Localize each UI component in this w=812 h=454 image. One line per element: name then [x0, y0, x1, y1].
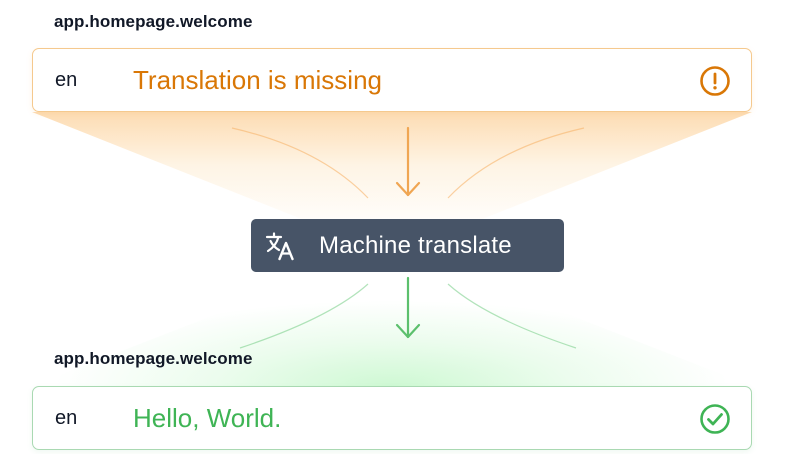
check-circle-icon	[700, 404, 730, 434]
machine-translate-label: Machine translate	[319, 231, 512, 259]
translate-icon	[265, 232, 294, 261]
down-arrow-bottom	[395, 276, 421, 339]
exclamation-circle-icon	[700, 66, 730, 96]
translation-value: Hello, World.	[133, 402, 282, 433]
down-arrow-top	[395, 126, 421, 197]
machine-translate-button[interactable]: Machine translate	[251, 219, 564, 272]
language-code: en	[55, 406, 78, 429]
translation-value: Translation is missing	[133, 64, 383, 95]
result-translation-row: en Hello, World.	[32, 386, 752, 450]
translation-key-label: app.homepage.welcome	[54, 12, 253, 31]
translation-key-label: app.homepage.welcome	[54, 349, 253, 368]
language-code: en	[55, 68, 78, 91]
source-translation-row: en Translation is missing	[32, 48, 752, 112]
